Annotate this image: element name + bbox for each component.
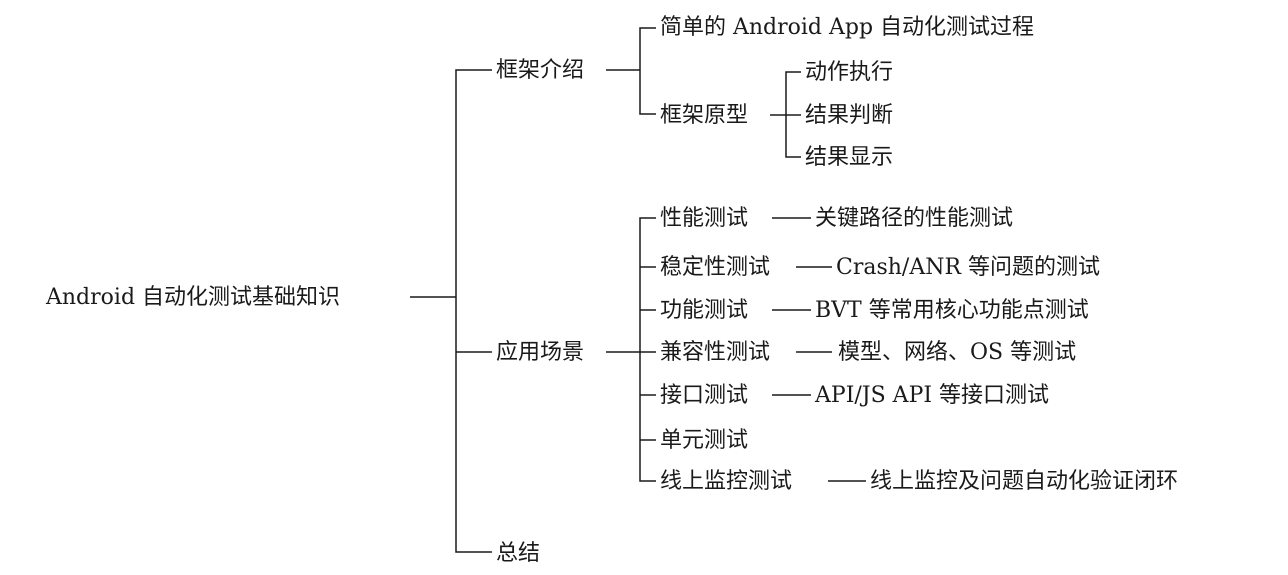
node-result-judgement: 结果判断 xyxy=(805,103,894,128)
node-action-execution: 动作执行 xyxy=(805,60,894,85)
node-performance-test: 性能测试 xyxy=(660,206,749,231)
bracket-intro xyxy=(639,27,656,115)
node-interface-test: 接口测试 xyxy=(660,383,749,408)
node-unit-test: 单元测试 xyxy=(660,428,749,453)
bracket-scenario xyxy=(639,217,656,482)
detail-stability-test: Crash/ANR 等问题的测试 xyxy=(836,255,1101,280)
detail-compatibility-test: 模型、网络、OS 等测试 xyxy=(838,340,1077,365)
branch-application-scenarios: 应用场景 xyxy=(496,340,585,365)
node-result-display: 结果显示 xyxy=(805,145,894,170)
branch-framework-intro: 框架介绍 xyxy=(496,58,585,83)
detail-functional-test: BVT 等常用核心功能点测试 xyxy=(815,298,1089,323)
root-node: Android 自动化测试基础知识 xyxy=(46,285,341,310)
node-compatibility-test: 兼容性测试 xyxy=(660,340,771,365)
branch-summary: 总结 xyxy=(496,541,541,566)
bracket-main xyxy=(455,69,492,553)
node-functional-test: 功能测试 xyxy=(660,298,749,323)
detail-interface-test: API/JS API 等接口测试 xyxy=(815,383,1050,408)
node-stability-test: 稳定性测试 xyxy=(660,255,771,280)
node-simple-test-process: 简单的 Android App 自动化测试过程 xyxy=(660,15,1035,40)
detail-performance-test: 关键路径的性能测试 xyxy=(815,206,1014,231)
bracket-prototype xyxy=(785,71,801,158)
detail-online-monitoring-test: 线上监控及问题自动化验证闭环 xyxy=(870,469,1179,494)
node-online-monitoring-test: 线上监控测试 xyxy=(660,469,793,494)
node-framework-prototype: 框架原型 xyxy=(660,103,749,128)
